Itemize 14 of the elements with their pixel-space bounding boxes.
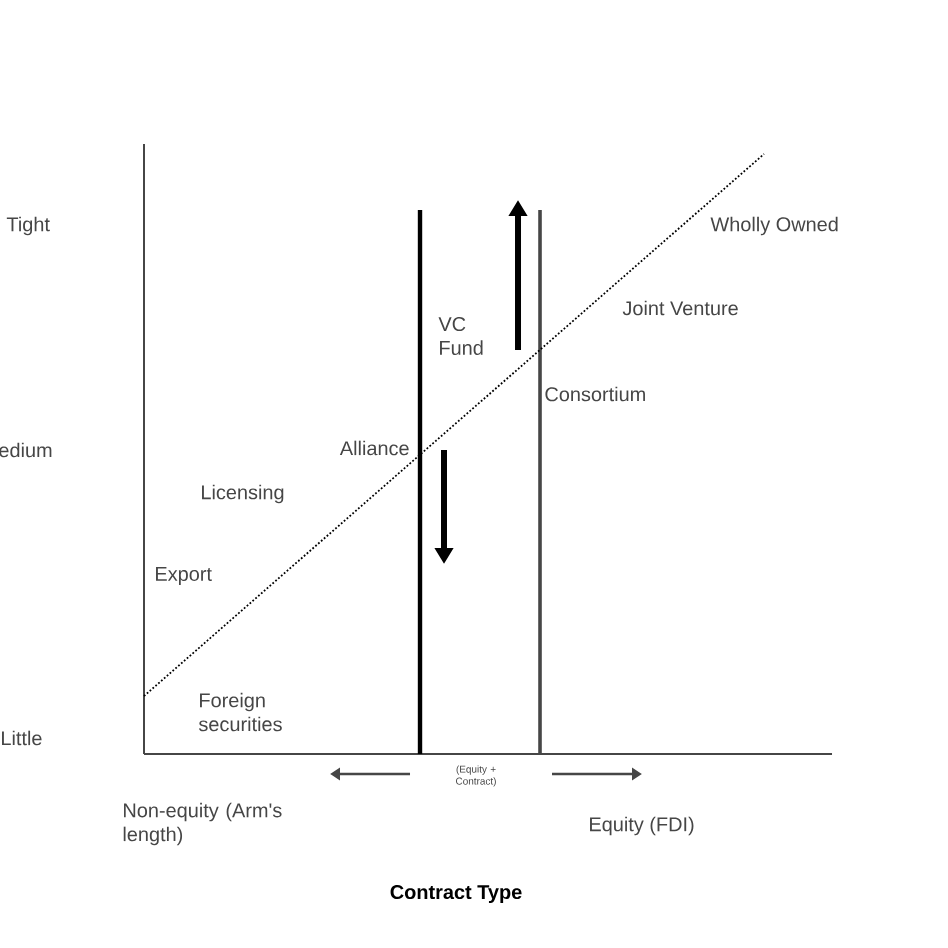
text-label: VC Fund — [438, 317, 483, 355]
text-label: Equity (FDI) — [590, 816, 694, 836]
text-label: Joint Venture — [622, 300, 738, 316]
axis-label: edium — [0, 442, 52, 458]
text-label: Wholly Owned — [710, 216, 838, 236]
text-label: Non-equity (Arm's length) — [123, 802, 282, 846]
text-label: Alliance — [339, 440, 409, 456]
axis-label: Little — [2, 730, 42, 746]
axis-label: Tight — [6, 216, 50, 236]
axis-title: Contract Type — [390, 885, 522, 903]
text-label: Export — [156, 567, 212, 585]
text-label: Licensing — [202, 484, 284, 504]
text-label: Consortium — [545, 386, 645, 402]
text-label: Foreign securities — [198, 692, 282, 732]
